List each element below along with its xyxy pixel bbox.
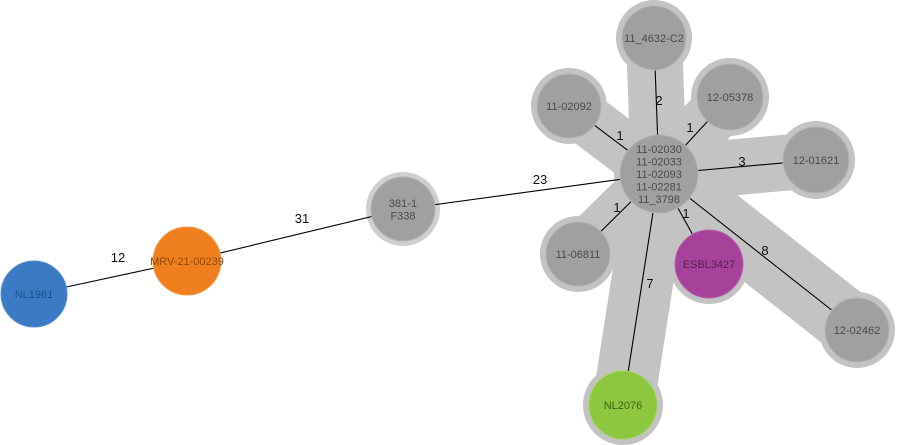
edge-distance-label: 7 — [646, 276, 653, 291]
node-circle — [782, 126, 850, 194]
edge-n_mrv-n_381 — [186, 208, 404, 262]
edge-distance-label: 8 — [761, 243, 768, 258]
node-circle — [824, 297, 890, 363]
node-label: ESBL3427 — [683, 259, 736, 271]
node-label: 11_3798 — [638, 194, 680, 206]
node-n_02092[interactable]: 11-02092 — [536, 73, 602, 139]
edge-center-n_02462 — [658, 173, 858, 331]
node-circle — [696, 63, 764, 131]
edge-distance-label: 23 — [533, 172, 547, 187]
node-label: F338 — [390, 210, 415, 222]
node-n_nl2076[interactable]: NL2076 — [588, 370, 658, 440]
node-label: 12-05378 — [707, 92, 754, 104]
edge-distance-label: 1 — [613, 200, 620, 215]
node-label: NL1981 — [15, 289, 54, 301]
node-n_nl1981[interactable]: NL1981 — [0, 260, 68, 328]
node-n_02462[interactable]: 12-02462 — [824, 297, 890, 363]
node-circle — [674, 229, 744, 299]
node-label: NL2076 — [604, 400, 643, 412]
node-label: 12-02462 — [834, 325, 881, 337]
node-label: 11_4632-C2 — [624, 33, 684, 45]
node-circle — [619, 134, 699, 214]
edge-n_381-center — [402, 173, 660, 210]
node-circle — [0, 260, 68, 328]
node-circle — [621, 5, 687, 71]
edge-distance-label: 3 — [738, 154, 745, 169]
node-label: 11-06811 — [556, 249, 601, 261]
edge-distance-label: 2 — [655, 93, 662, 108]
node-n_06811[interactable]: 11-06811 — [545, 221, 611, 287]
edge-distance-label: 31 — [295, 211, 309, 226]
node-circle — [370, 176, 436, 242]
node-circle — [545, 221, 611, 287]
node-label: 11-02093 — [636, 169, 682, 181]
node-n_01621[interactable]: 12-01621 — [782, 126, 850, 194]
node-label: 12-01621 — [793, 155, 840, 167]
node-n_mrv[interactable]: MRV-21-00239 — [150, 226, 224, 296]
edge-distance-label: 1 — [616, 128, 623, 143]
edge-distance-label: 12 — [111, 250, 125, 265]
node-label: 11-02281 — [636, 182, 682, 194]
node-circle — [588, 370, 658, 440]
node-n_4632[interactable]: 11_4632-C2 — [621, 5, 687, 71]
edge-distance-label: 1 — [682, 206, 689, 221]
node-circle — [536, 73, 602, 139]
node-n_esbl[interactable]: ESBL3427 — [674, 229, 744, 299]
node-n_05378[interactable]: 12-05378 — [696, 63, 764, 131]
node-label: 11-02033 — [636, 157, 682, 169]
node-label: 381-1 — [389, 198, 417, 210]
node-circle — [152, 226, 222, 296]
node-label: MRV-21-00239 — [150, 256, 224, 268]
nodes: 11-0203011-0203311-0209311-0228111_37981… — [0, 5, 890, 440]
node-label: 11-02030 — [636, 144, 682, 156]
edge-distance-label: 1 — [686, 120, 693, 135]
node-label: 11-02092 — [546, 101, 592, 113]
